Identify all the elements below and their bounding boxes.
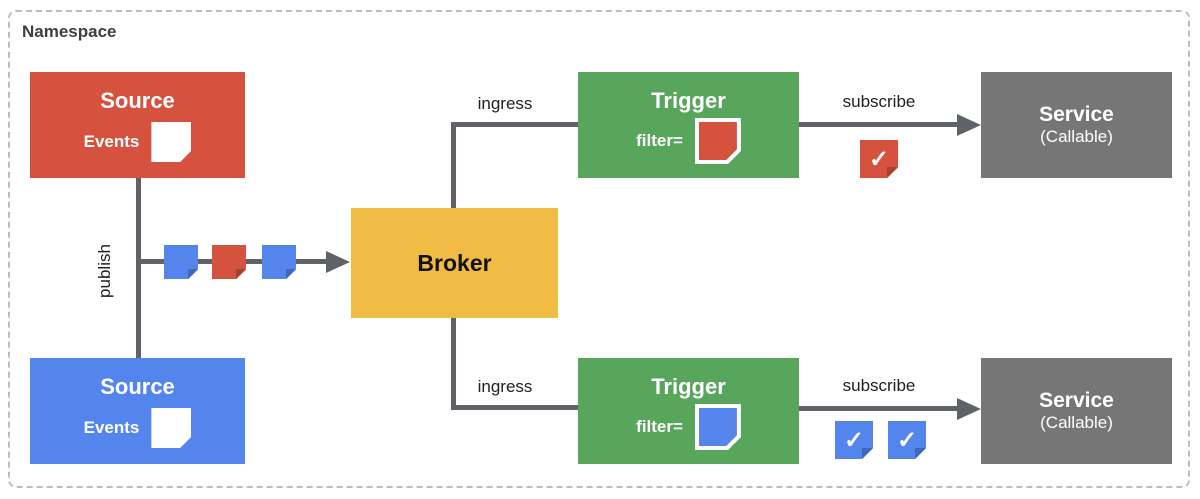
events-label: Events	[83, 132, 140, 151]
ingress-top-line	[451, 122, 578, 127]
delivered-event-red-icon: ✓	[860, 140, 898, 178]
trigger-node-top: Trigger filter=	[578, 72, 799, 178]
source-vertical-line	[136, 178, 141, 358]
service-top-title: Service	[1039, 102, 1114, 126]
filter-note-blue-icon	[694, 404, 741, 450]
publish-label: publish	[95, 244, 114, 298]
event-note-red-icon	[212, 245, 246, 279]
service-top-subtitle: (Callable)	[1040, 126, 1113, 146]
checkmark-icon: ✓	[868, 145, 890, 173]
service-node-bottom: Service (Callable)	[981, 358, 1172, 464]
checkmark-icon: ✓	[843, 426, 865, 454]
source-node-blue: Source Events	[30, 358, 245, 464]
ingress-top-vertical-line	[451, 122, 456, 212]
namespace-label: Namespace	[22, 22, 117, 41]
subscribe-top-label: subscribe	[842, 92, 916, 111]
namespace-boundary	[8, 10, 1190, 488]
subscribe-bottom-label: subscribe	[842, 376, 916, 395]
ingress-bottom-line	[451, 405, 578, 410]
ingress-bottom-label: ingress	[477, 377, 533, 396]
publish-arrowhead-icon	[326, 251, 350, 273]
subscribe-top-line	[799, 122, 959, 127]
broker-title: Broker	[417, 249, 492, 276]
events-label: Events	[83, 418, 140, 437]
trigger-node-bottom: Trigger filter=	[578, 358, 799, 464]
filter-label: filter=	[636, 417, 683, 436]
event-note-blue-icon	[262, 245, 296, 279]
delivered-event-blue-icon: ✓	[888, 421, 926, 459]
service-bottom-subtitle: (Callable)	[1040, 412, 1113, 432]
trigger-bottom-title: Trigger	[651, 374, 726, 399]
source-blue-title: Source	[100, 374, 175, 399]
source-node-red: Source Events	[30, 72, 245, 178]
trigger-top-title: Trigger	[651, 88, 726, 113]
checkmark-icon: ✓	[896, 426, 918, 454]
filter-label: filter=	[636, 131, 683, 150]
event-note-blue-icon	[164, 245, 198, 279]
source-red-title: Source	[100, 88, 175, 113]
service-node-top: Service (Callable)	[981, 72, 1172, 178]
ingress-top-label: ingress	[477, 94, 533, 113]
subscribe-top-arrowhead-icon	[957, 114, 981, 136]
ingress-bottom-vertical-line	[451, 318, 456, 410]
broker-node: Broker	[351, 208, 558, 318]
event-note-white-icon	[151, 122, 192, 162]
service-bottom-title: Service	[1039, 388, 1114, 412]
delivered-event-blue-icon: ✓	[835, 421, 873, 459]
filter-note-red-icon	[694, 118, 741, 164]
event-note-white-icon	[151, 408, 192, 448]
subscribe-bottom-line	[799, 406, 959, 411]
subscribe-bottom-arrowhead-icon	[957, 398, 981, 420]
